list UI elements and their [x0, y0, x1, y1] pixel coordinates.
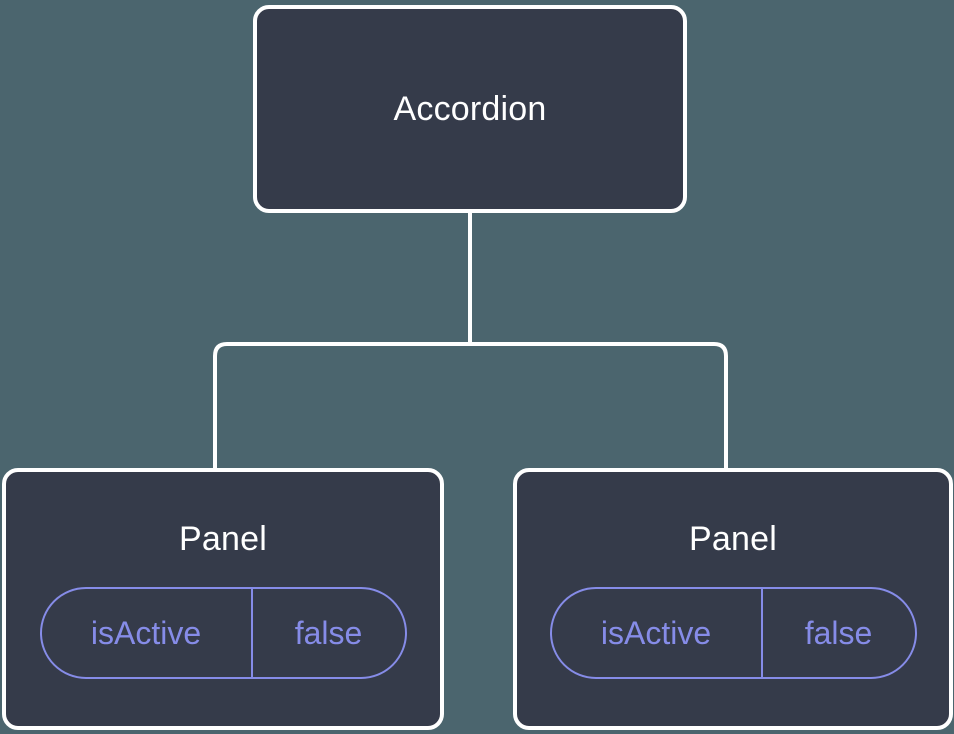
edge-root-to-panel-1	[470, 342, 728, 470]
node-accordion[interactable]: Accordion	[253, 5, 687, 213]
node-panel-0-title: Panel	[179, 520, 267, 558]
node-panel-0-attribute-key: isActive	[42, 589, 253, 677]
node-panel-0-attribute-pill[interactable]: isActive false	[39, 587, 407, 679]
node-panel-1-title: Panel	[689, 520, 777, 558]
node-panel-0-attribute-value: false	[294, 615, 363, 651]
node-panel-1-attribute-key: isActive	[552, 589, 763, 677]
node-panel-0[interactable]: Panel isActive false	[2, 468, 444, 730]
node-panel-1[interactable]: Panel isActive false	[513, 468, 953, 730]
edge-root-to-panel-0	[213, 342, 470, 470]
node-panel-1-attribute-value: false	[804, 615, 873, 651]
node-panel-1-attribute-pill[interactable]: isActive false	[549, 587, 917, 679]
node-accordion-title: Accordion	[393, 90, 547, 128]
